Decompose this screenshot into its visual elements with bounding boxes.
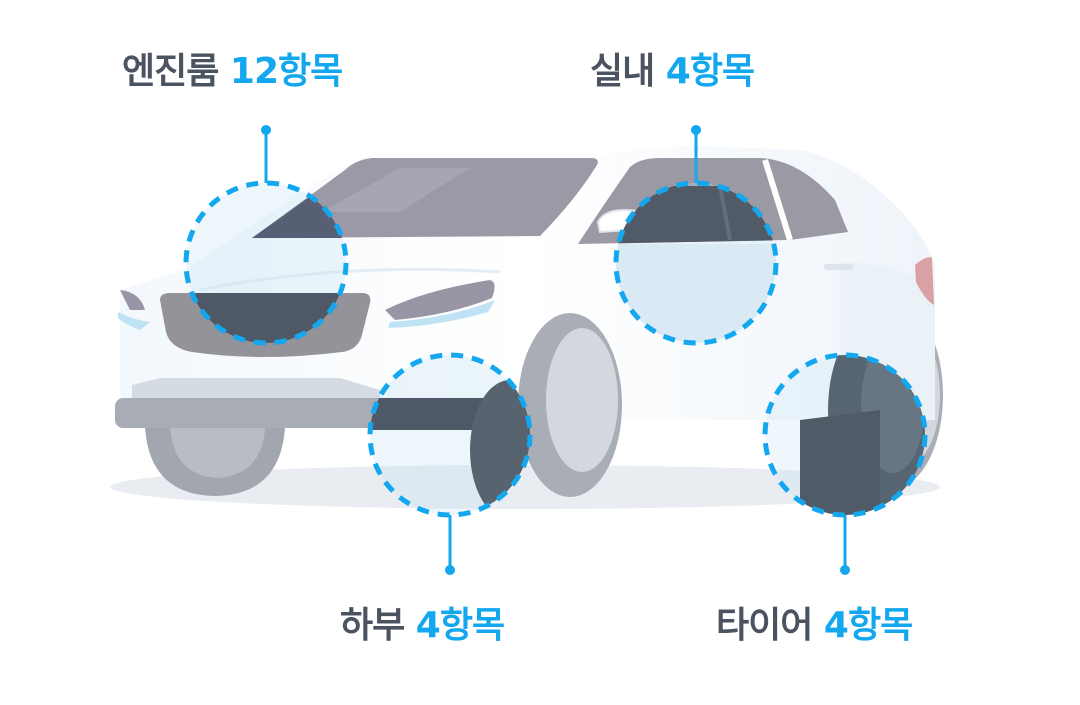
under-pin-dot [445, 565, 455, 575]
tire-pin-dot [840, 565, 850, 575]
tire-label: 타이어 4항목 [716, 604, 913, 648]
engine-pin-dot [261, 125, 271, 135]
engine-room-name: 엔진룸 [122, 51, 219, 92]
interior-count: 4항목 [665, 51, 755, 92]
tire-count: 4항목 [823, 605, 913, 646]
callout-engine [183, 125, 349, 346]
interior-label: 실내 4항목 [590, 50, 755, 94]
interior-pin-dot [691, 125, 701, 135]
interior-highlight-circle [613, 180, 779, 346]
headlight-left [120, 290, 145, 310]
engine-room-label: 엔진룸 12항목 [122, 50, 343, 94]
car-illustration [115, 146, 943, 515]
interior-name: 실내 [590, 51, 655, 92]
callout-under [367, 352, 533, 575]
ground-shadow [110, 465, 940, 509]
callout-tire [762, 352, 928, 575]
headlight-right [385, 280, 495, 320]
tire-highlight-circle [762, 352, 928, 518]
engine-room-count: 12항목 [229, 51, 343, 92]
undercarriage-count: 4항목 [415, 605, 505, 646]
tail-light [915, 257, 934, 305]
undercarriage-name: 하부 [340, 605, 405, 646]
front-wheel-left [145, 428, 285, 496]
engine-highlight-circle [183, 180, 349, 346]
under-highlight-circle [367, 352, 533, 518]
callout-interior [613, 125, 779, 346]
tire-name: 타이어 [716, 605, 813, 646]
undercarriage-label: 하부 4항목 [340, 604, 505, 648]
windshield [252, 158, 598, 238]
front-wheel-right [518, 313, 622, 497]
